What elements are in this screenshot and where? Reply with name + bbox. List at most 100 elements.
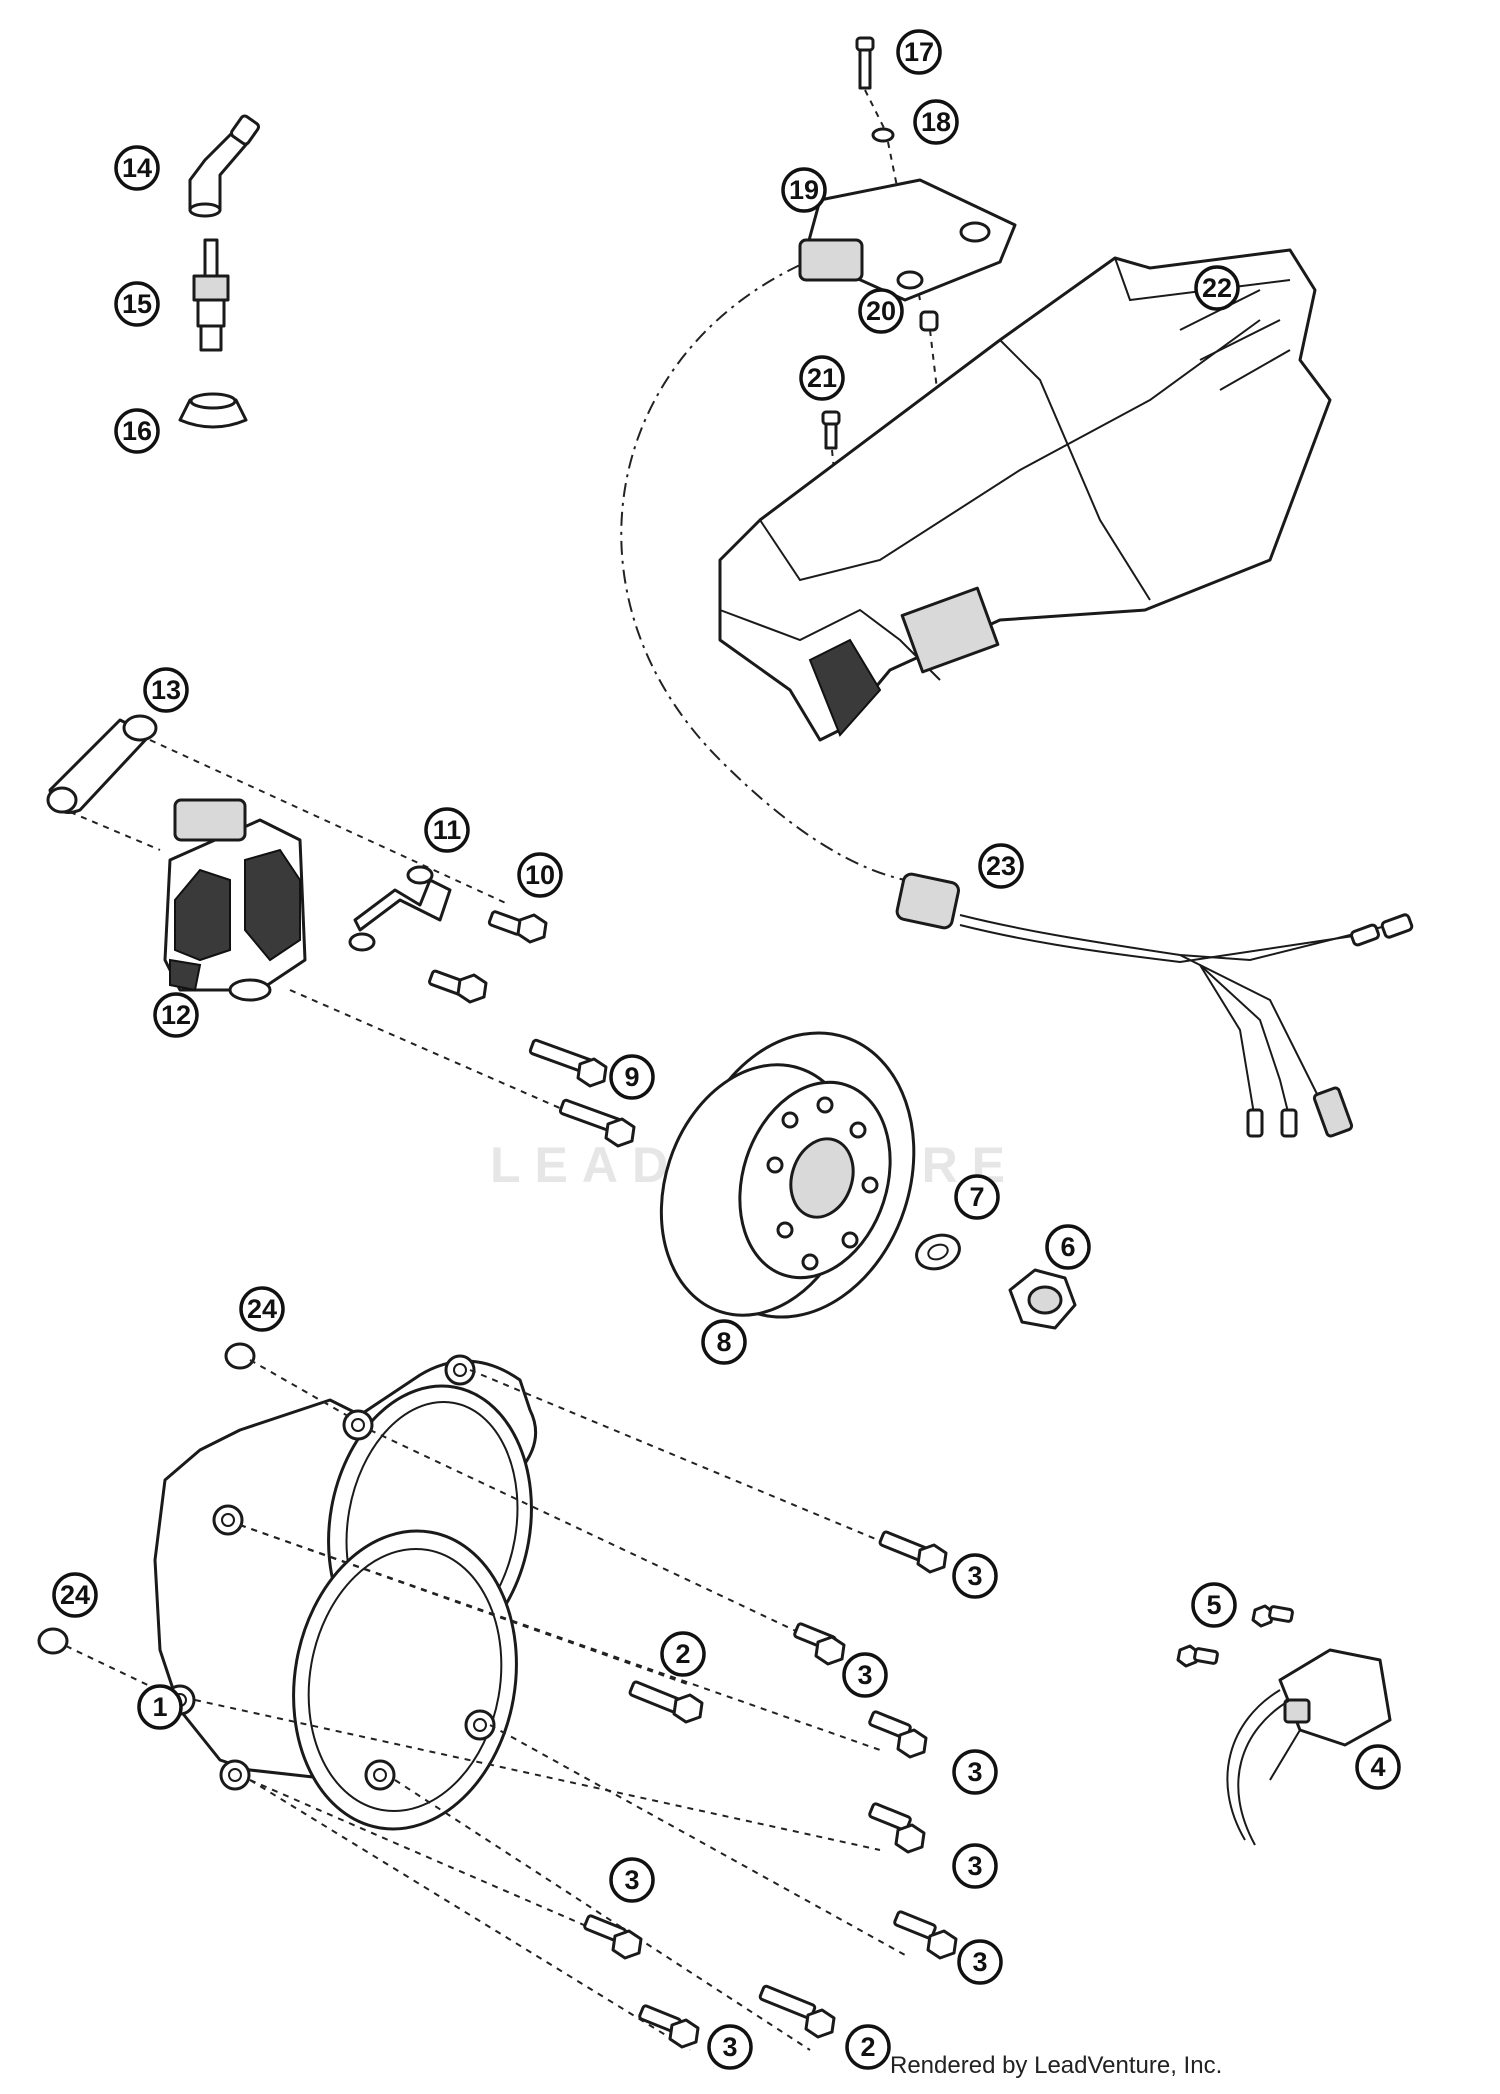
- svg-text:3: 3: [967, 1561, 982, 1591]
- bolt-part-2b: [758, 1984, 836, 2039]
- washer-part-7: [915, 1233, 961, 1271]
- svg-text:13: 13: [151, 675, 181, 705]
- callout-22: 22: [1194, 265, 1240, 311]
- callout-13: 13: [143, 667, 189, 713]
- bolt-part-10b: [428, 969, 488, 1004]
- svg-text:20: 20: [866, 296, 896, 326]
- callout-1: 1: [137, 1684, 183, 1730]
- svg-text:8: 8: [716, 1327, 731, 1357]
- svg-text:7: 7: [969, 1182, 984, 1212]
- svg-text:3: 3: [972, 1947, 987, 1977]
- callout-20: 20: [858, 288, 904, 334]
- callout-5: 5: [1191, 1582, 1237, 1628]
- washer-part-18: [871, 127, 895, 143]
- stator-bracket-part: [46, 714, 158, 814]
- svg-text:12: 12: [161, 1000, 191, 1030]
- bushing-part-20: [919, 310, 939, 332]
- callout-15: 15: [114, 281, 160, 327]
- callout-12: 12: [153, 992, 199, 1038]
- wiring-harness-part: [895, 872, 1414, 1138]
- callout-3h: 3: [0, 0, 8, 15]
- callout-3g: 3: [707, 2024, 753, 2070]
- callout-10: 10: [517, 852, 563, 898]
- svg-text:3: 3: [967, 1757, 982, 1787]
- bolt-part-3b: [793, 1622, 846, 1666]
- callout-11: 11: [424, 807, 470, 853]
- svg-text:22: 22: [1202, 273, 1232, 303]
- callout-16: 16: [114, 408, 160, 454]
- svg-text:3: 3: [722, 2032, 737, 2062]
- flange-nut-part: [1008, 1268, 1077, 1330]
- bolt-part-3e: [893, 1910, 958, 1960]
- svg-text:18: 18: [921, 107, 951, 137]
- svg-text:9: 9: [624, 1062, 639, 1092]
- seal-ring-part: [178, 392, 248, 429]
- bolt-part-2a: [628, 1680, 704, 1724]
- callout-18: 18: [913, 99, 959, 145]
- callout-3a: 3: [952, 1553, 998, 1599]
- callout-6: 6: [1045, 1224, 1091, 1270]
- svg-text:3: 3: [857, 1660, 872, 1690]
- svg-text:16: 16: [122, 416, 152, 446]
- svg-text:24: 24: [60, 1580, 90, 1610]
- callout-14: 14: [114, 145, 160, 191]
- svg-text:10: 10: [525, 860, 555, 890]
- bolt-part-5: [1176, 1604, 1294, 1668]
- callout-8: 8: [701, 1319, 747, 1365]
- svg-text:14: 14: [122, 153, 152, 183]
- bolt-part-3g: [638, 2004, 700, 2049]
- svg-text:1: 1: [152, 1692, 167, 1722]
- dowel-pin-part: [224, 1342, 256, 1370]
- bolt-part-9: [528, 1038, 608, 1088]
- bolt-part-3d: [868, 1802, 926, 1854]
- dowel-pin-part-b: [37, 1627, 69, 1655]
- svg-text:11: 11: [433, 815, 462, 845]
- bolt-part-3a: [878, 1530, 948, 1574]
- flywheel-part: [659, 1031, 916, 1319]
- callout-2a: 2: [660, 1631, 706, 1677]
- spark-plug-cap-part: [188, 114, 261, 218]
- callout-3c: 3: [952, 1749, 998, 1795]
- callout-3f: 3: [957, 1939, 1003, 1985]
- svg-text:23: 23: [986, 851, 1016, 881]
- svg-text:6: 6: [1060, 1232, 1075, 1262]
- ignition-cover-part: [153, 1354, 538, 1831]
- ecu-bracket-part: [798, 178, 1017, 302]
- callout-3e: 3: [609, 1857, 655, 1903]
- bolt-part-10: [487, 910, 548, 944]
- svg-text:17: 17: [904, 37, 934, 67]
- callout-23: 23: [978, 843, 1024, 889]
- svg-text:2: 2: [860, 2032, 875, 2062]
- spark-plug-part: [192, 238, 230, 352]
- callout-3d: 3: [952, 1843, 998, 1889]
- svg-text:4: 4: [1370, 1752, 1385, 1782]
- svg-text:3: 3: [624, 1865, 639, 1895]
- svg-text:24: 24: [247, 1294, 277, 1324]
- svg-text:21: 21: [807, 363, 837, 393]
- callout-4: 4: [1355, 1744, 1401, 1790]
- bolt-part-3c: [868, 1710, 928, 1759]
- bolt-part-9b: [558, 1098, 636, 1148]
- callout-9: 9: [609, 1054, 655, 1100]
- callout-7: 7: [954, 1174, 1000, 1220]
- svg-text:15: 15: [122, 289, 152, 319]
- ignition-coil-part: [1226, 1648, 1392, 1846]
- callout-19: 19: [781, 167, 827, 213]
- callout-24b: 24: [52, 1572, 98, 1618]
- callout-21: 21: [799, 355, 845, 401]
- stator-part: [163, 798, 307, 1002]
- callout-2b: 2: [845, 2024, 891, 2070]
- rendered-by-credit: Rendered by LeadVenture, Inc.: [890, 2052, 1223, 2079]
- airbox-subframe-part: [718, 248, 1332, 742]
- cable-clip-part: [348, 865, 452, 952]
- svg-text:5: 5: [1206, 1590, 1221, 1620]
- screw-part-17: [855, 36, 875, 90]
- callout-3b: 3: [842, 1652, 888, 1698]
- callout-24a: 24: [239, 1286, 285, 1332]
- svg-text:19: 19: [789, 175, 819, 205]
- callout-17: 17: [896, 29, 942, 75]
- screw-part-21: [821, 410, 841, 450]
- svg-text:3: 3: [967, 1851, 982, 1881]
- bolt-part-3f: [583, 1914, 643, 1960]
